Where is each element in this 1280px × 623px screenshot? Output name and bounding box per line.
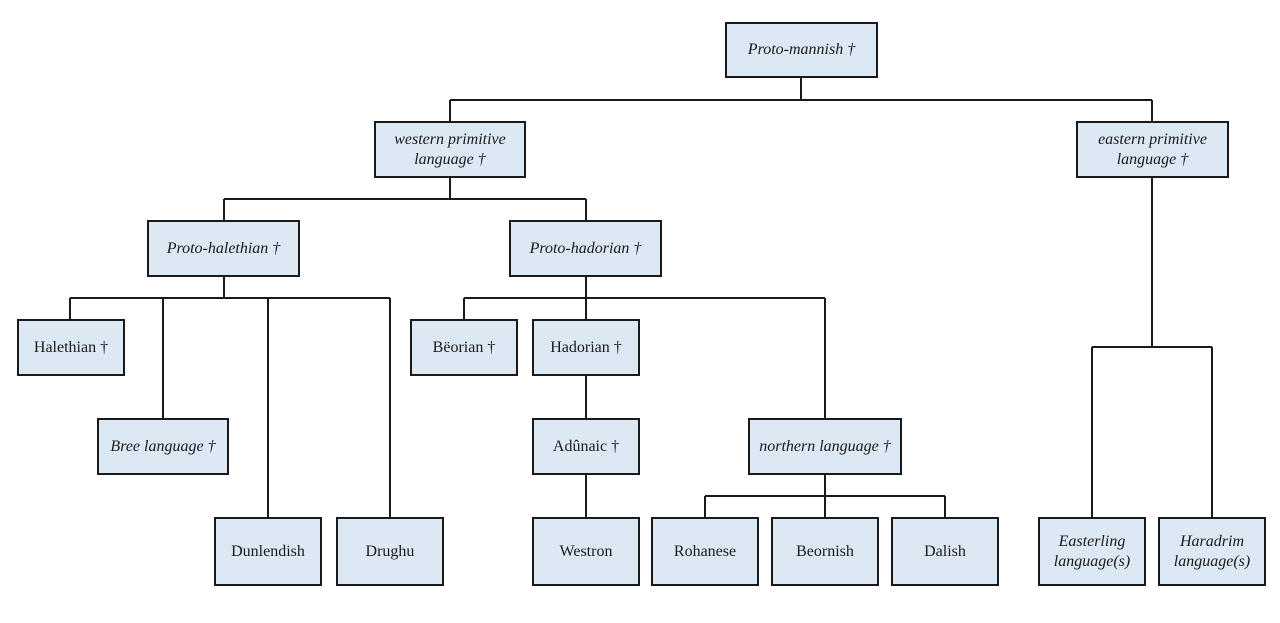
node-halethian: Halethian †: [17, 319, 125, 376]
node-label: Halethian †: [33, 338, 109, 356]
node-adunaic: Adûnaic †: [532, 418, 640, 475]
node-beornish: Beornish: [771, 517, 879, 586]
node-label: Beornish: [796, 542, 854, 560]
node-label: Bree language †: [110, 437, 216, 455]
node-hadorian: Hadorian †: [532, 319, 640, 376]
node-label: Dunlendish: [231, 542, 305, 560]
node-drughu: Drughu: [336, 517, 444, 586]
node-label: Proto-mannish †: [747, 41, 856, 58]
node-label: Haradrim language(s): [1173, 532, 1251, 570]
node-beorian: Bëorian †: [410, 319, 518, 376]
node-label: western primitive language †: [394, 130, 506, 168]
node-rohanese: Rohanese: [651, 517, 759, 586]
node-bree-language: Bree language †: [97, 418, 229, 475]
node-westron: Westron: [532, 517, 640, 586]
node-label: Rohanese: [673, 542, 737, 560]
node-easterling: Easterling language(s): [1038, 517, 1146, 586]
node-label: Easterling language(s): [1053, 532, 1131, 570]
node-label: northern language †: [759, 437, 891, 455]
node-label: Adûnaic †: [552, 437, 620, 455]
node-label: Drughu: [365, 542, 415, 560]
node-eastern-primitive: eastern primitive language †: [1076, 121, 1229, 178]
node-label: Proto-hadorian †: [529, 239, 642, 257]
node-label: Proto-halethian †: [166, 239, 281, 257]
node-dunlendish: Dunlendish: [214, 517, 322, 586]
node-northern-language: northern language †: [748, 418, 902, 475]
node-proto-mannish: Proto-mannish †: [725, 22, 878, 78]
node-proto-halethian: Proto-halethian †: [147, 220, 300, 277]
node-proto-hadorian: Proto-hadorian †: [509, 220, 662, 277]
node-dalish: Dalish: [891, 517, 999, 586]
node-western-primitive: western primitive language †: [374, 121, 526, 178]
node-label: Dalish: [924, 542, 966, 560]
node-label: eastern primitive language †: [1098, 130, 1207, 168]
node-label: Hadorian †: [550, 338, 622, 356]
node-label: Westron: [559, 542, 613, 560]
node-haradrim: Haradrim language(s): [1158, 517, 1266, 586]
node-label: Bëorian †: [432, 338, 496, 356]
